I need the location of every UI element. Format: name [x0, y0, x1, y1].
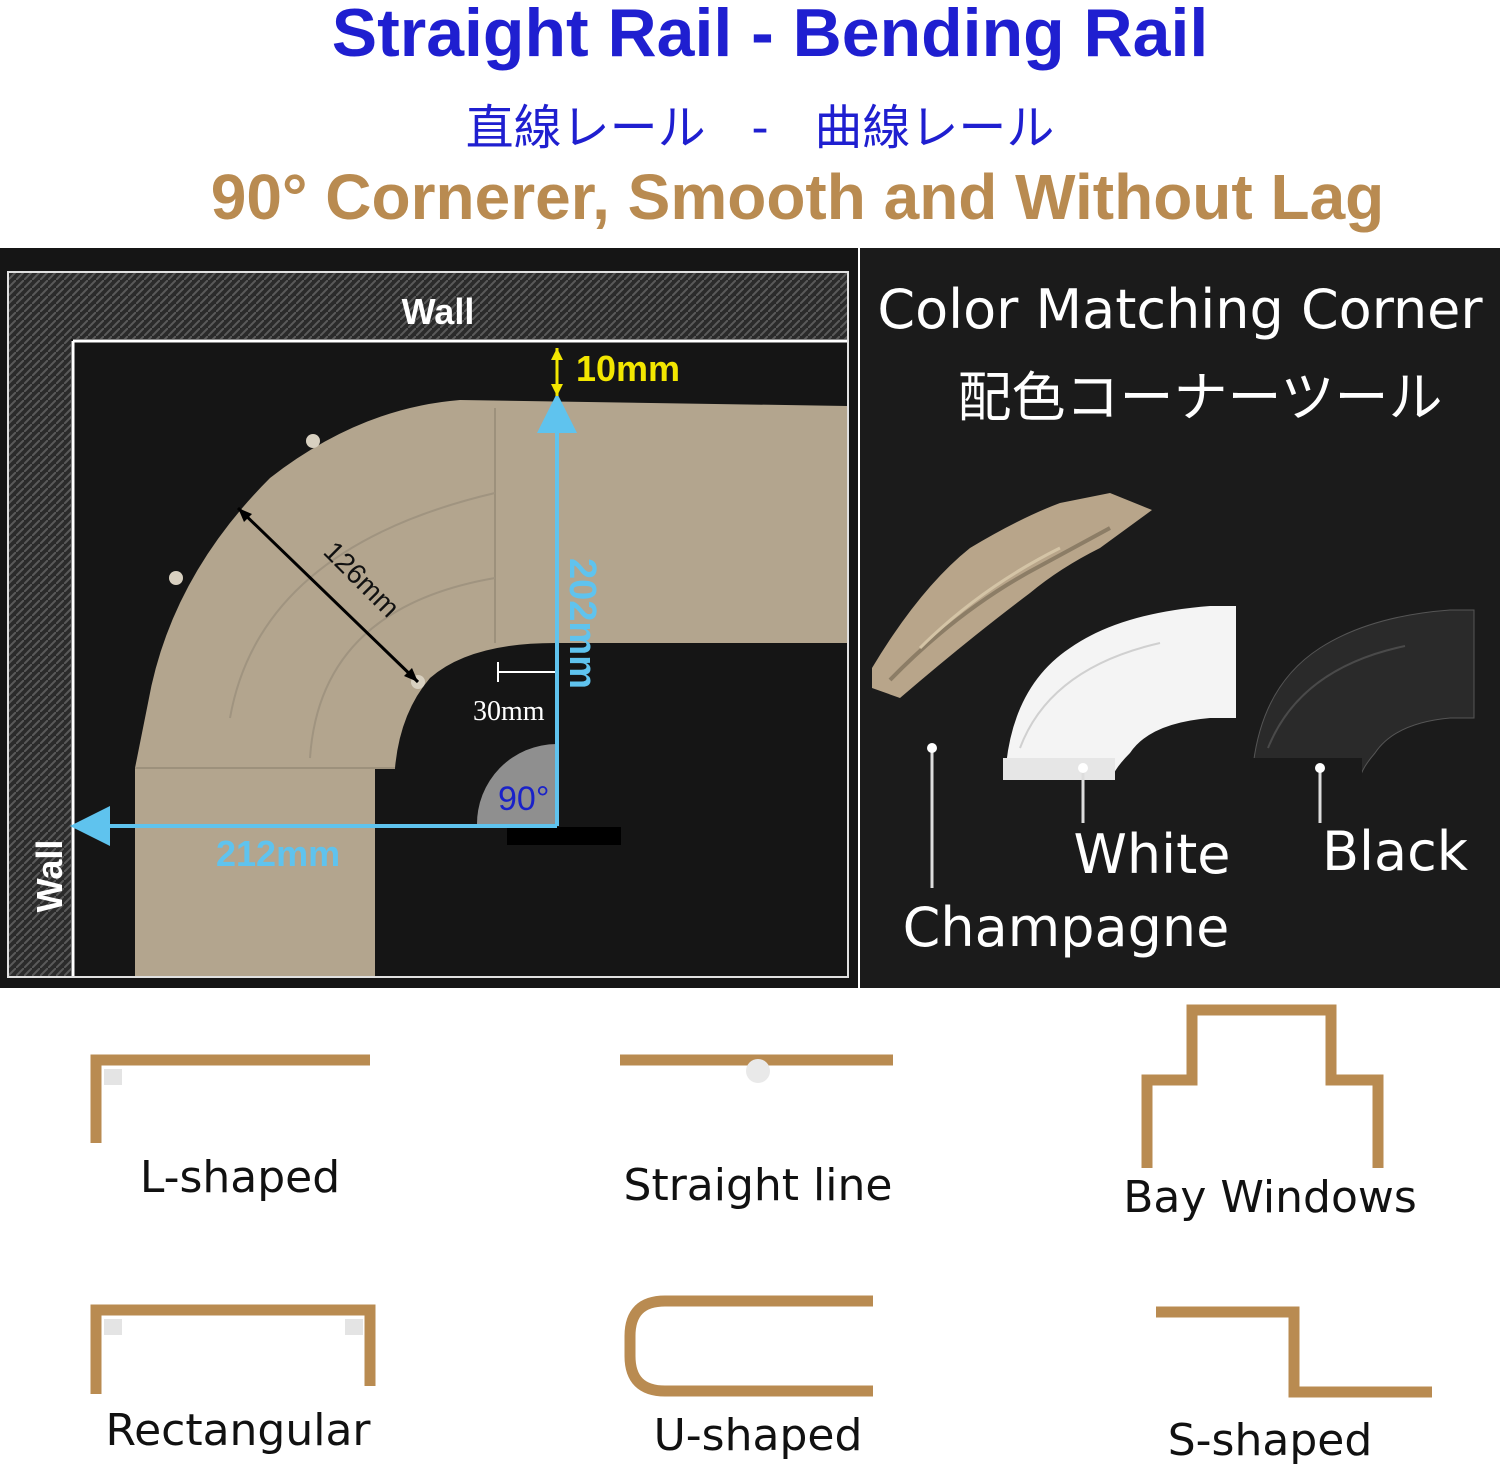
shape-label-straight: Straight line — [623, 1160, 893, 1211]
screw — [169, 571, 183, 585]
horizontal-label: 212mm — [216, 833, 340, 874]
gap-label: 10mm — [576, 348, 680, 389]
screw — [306, 434, 320, 448]
vertical-label: 202mm — [561, 558, 603, 689]
white-corner-piece — [1003, 606, 1236, 780]
color-matching-panel: Color Matching Corner 配色コーナーツール Champagn… — [860, 248, 1500, 988]
inner-label: 30mm — [473, 696, 545, 727]
u-shape-icon — [624, 1295, 873, 1397]
angle-marker — [476, 744, 557, 826]
rectangular-icon — [90, 1304, 376, 1394]
bending-rail-body — [135, 400, 847, 976]
champagne-label: Champagne — [903, 896, 1230, 959]
shape-label-s: S-shaped — [1167, 1415, 1373, 1466]
color-corners-svg: Color Matching Corner 配色コーナーツール Champagn… — [872, 278, 1483, 959]
s-shape-icon — [1156, 1306, 1432, 1398]
wall-top-label: Wall — [402, 291, 475, 332]
bay-window-icon — [1141, 1004, 1384, 1168]
shape-label-l: L-shaped — [139, 1152, 341, 1203]
colors-title: Color Matching Corner — [877, 278, 1483, 341]
shape-label-rectangular: Rectangular — [105, 1405, 371, 1456]
black-bar — [507, 827, 621, 845]
wall-left-label: Wall — [29, 840, 70, 913]
angle-label: 90° — [498, 780, 549, 818]
page-title: Straight Rail - Bending Rail — [331, 0, 1209, 71]
corner-diagram-svg: Wall Wall 10mm 126mm 202mm 30mm 90° 212m… — [7, 271, 849, 978]
champagne-corner-piece — [872, 493, 1152, 698]
diagram-frame — [7, 271, 849, 978]
l-shape-icon — [90, 1054, 370, 1143]
black-label: Black — [1322, 820, 1469, 883]
corner-dimension-diagram: Wall Wall 10mm 126mm 202mm 30mm 90° 212m… — [0, 248, 858, 988]
page-subtitle: 90° Cornerer, Smooth and Without Lag — [210, 161, 1385, 233]
rail-shapes-svg — [90, 1004, 1432, 1398]
width-measure — [236, 506, 420, 684]
page-title-japanese: 直線レール - 曲線レール — [465, 100, 1055, 156]
colors-title-japanese: 配色コーナーツール — [958, 366, 1443, 429]
shape-label-bay: Bay Windows — [1123, 1172, 1417, 1223]
left-wall — [9, 273, 71, 976]
white-label: White — [1073, 823, 1230, 886]
shape-label-u: U-shaped — [653, 1410, 863, 1461]
top-wall — [9, 273, 847, 339]
black-corner-piece — [1250, 609, 1475, 780]
